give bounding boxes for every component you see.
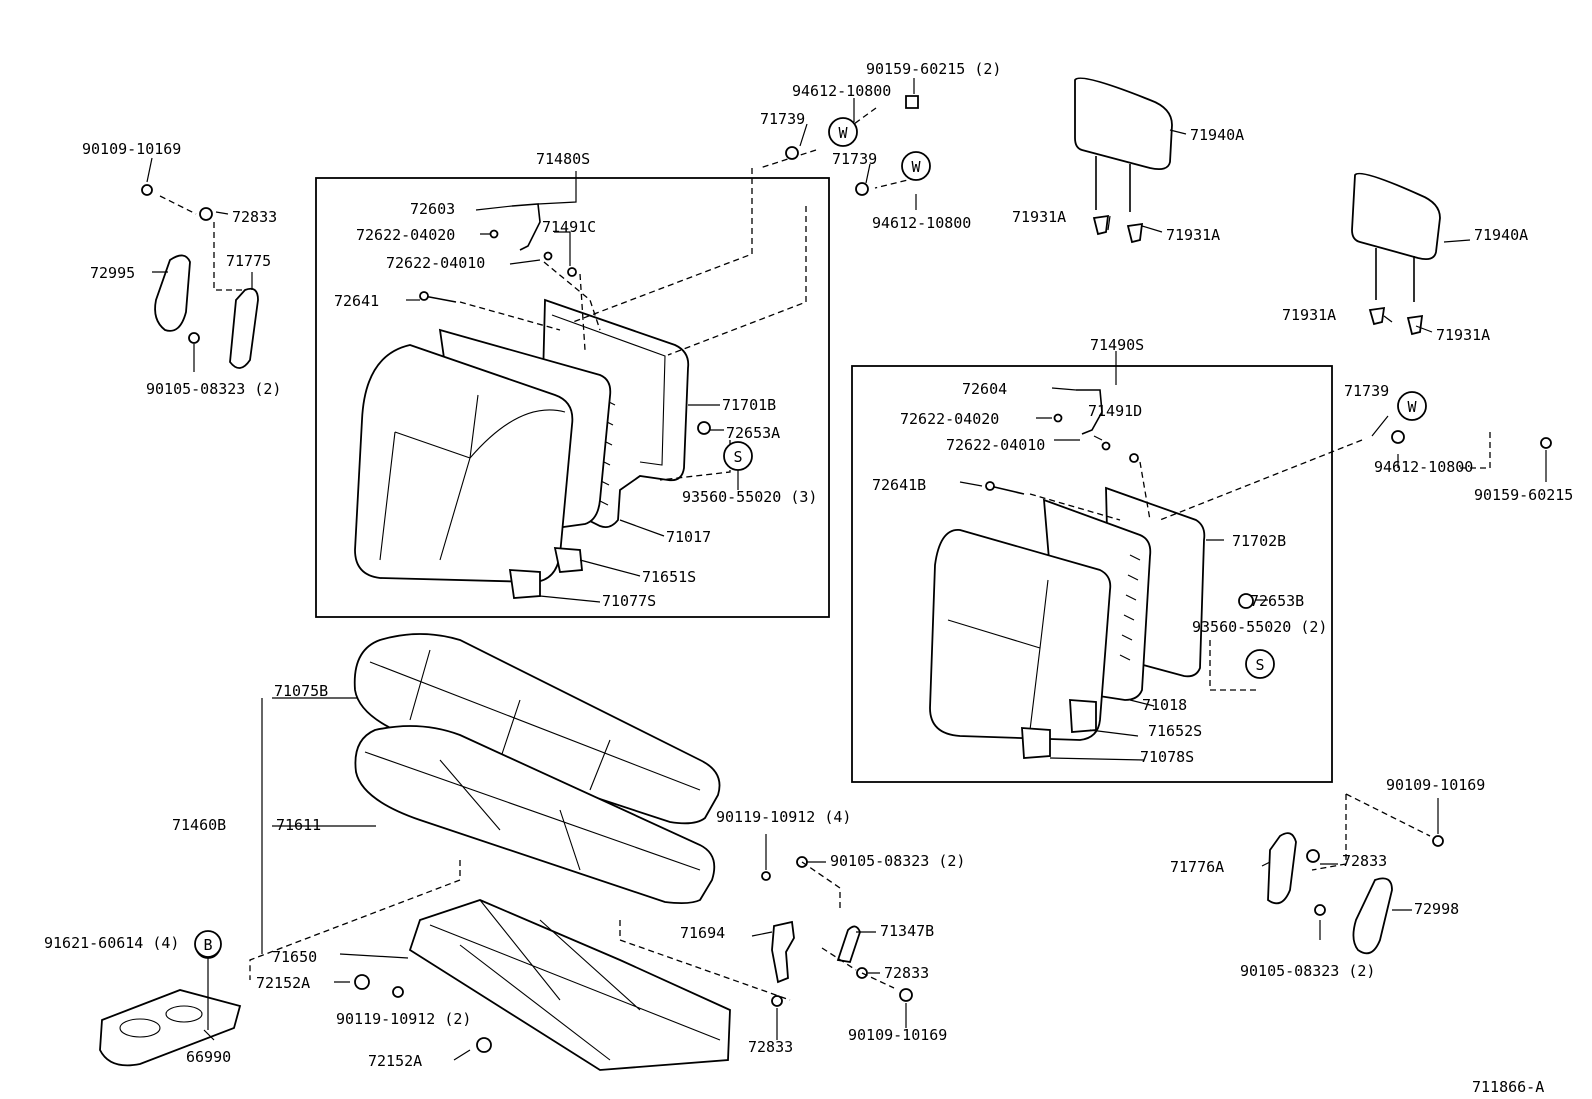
- label-72604: 72604: [962, 380, 1007, 398]
- label-72622-04020-r: 72622-04020: [900, 410, 999, 428]
- label-94612-10800-mid: 94612-10800: [872, 214, 971, 232]
- label-93560-55020-2: 93560-55020 (2): [1192, 618, 1327, 636]
- symbol-b: B: [194, 930, 222, 958]
- cup-holder: [99, 933, 242, 1067]
- label-71702b: 71702B: [1232, 532, 1286, 550]
- label-71018: 71018: [1142, 696, 1187, 714]
- label-94612-10800-r: 94612-10800: [1374, 458, 1473, 476]
- label-72622-04010-l: 72622-04010: [386, 254, 485, 272]
- label-71651s: 71651S: [642, 568, 696, 586]
- label-72995: 72995: [90, 264, 135, 282]
- label-72641: 72641: [334, 292, 379, 310]
- label-94612-10800-top: 94612-10800: [792, 82, 891, 100]
- label-90159-60215-r: 90159-60215: [1474, 486, 1573, 504]
- symbol-b-label: B: [203, 936, 212, 954]
- label-72152a-1: 72152A: [256, 974, 310, 992]
- leader-lines: [146, 78, 1547, 1061]
- hinge-cover-left: [141, 184, 259, 369]
- symbol-w-mid: W: [901, 151, 931, 181]
- label-71611: 71611: [276, 816, 321, 834]
- label-72622-04010-r: 72622-04010: [946, 436, 1045, 454]
- label-assembly-71460b: 71460B: [172, 816, 226, 834]
- symbol-w-label: W: [1407, 398, 1417, 416]
- label-66990: 66990: [186, 1048, 231, 1066]
- label-91621-60614: 91621-60614 (4): [44, 934, 179, 952]
- label-90105-08323-mid: 90105-08323 (2): [830, 852, 965, 870]
- label-71650: 71650: [272, 948, 317, 966]
- label-71017: 71017: [666, 528, 711, 546]
- label-assembly-71480s: 71480S: [536, 150, 590, 168]
- hinge-cover-right: [1267, 793, 1444, 955]
- label-72152a-2: 72152A: [368, 1052, 422, 1070]
- assembly-box-71480s: [315, 177, 830, 618]
- label-72998: 72998: [1414, 900, 1459, 918]
- label-93560-55020-3: 93560-55020 (3): [682, 488, 817, 506]
- label-assembly-71490s: 71490S: [1090, 336, 1144, 354]
- label-72833-mid: 72833: [884, 964, 929, 982]
- symbol-w-top: W: [828, 117, 858, 147]
- label-71075b: 71075B: [274, 682, 328, 700]
- label-90119-10912-4: 90119-10912 (4): [716, 808, 851, 826]
- label-90105-08323-tl: 90105-08323 (2): [146, 380, 281, 398]
- label-71931a-3: 71931A: [1282, 306, 1336, 324]
- symbol-s-label: S: [1255, 656, 1264, 674]
- label-71701b: 71701B: [722, 396, 776, 414]
- label-72833-low: 72833: [748, 1038, 793, 1056]
- label-71077s: 71077S: [602, 592, 656, 610]
- headrest-right: [1351, 172, 1441, 336]
- label-90119-10912-2: 90119-10912 (2): [336, 1010, 471, 1028]
- label-72622-04020-l: 72622-04020: [356, 226, 455, 244]
- label-71931a-1: 71931A: [1012, 208, 1066, 226]
- symbol-s-right: S: [1245, 649, 1275, 679]
- label-71940a-2: 71940A: [1474, 226, 1528, 244]
- label-71739-r: 71739: [1344, 382, 1389, 400]
- label-71694: 71694: [680, 924, 725, 942]
- label-90105-08323-r: 90105-08323 (2): [1240, 962, 1375, 980]
- seatback-left: [354, 168, 807, 599]
- symbol-w-label: W: [838, 124, 848, 142]
- label-71940a-1: 71940A: [1190, 126, 1244, 144]
- label-71347b: 71347B: [880, 922, 934, 940]
- label-90109-10169-tl: 90109-10169: [82, 140, 181, 158]
- seat-cushion: [249, 633, 791, 1071]
- label-71652s: 71652S: [1148, 722, 1202, 740]
- seatback-right: [929, 389, 1491, 759]
- label-90159-60215-2: 90159-60215 (2): [866, 60, 1001, 78]
- label-71078s: 71078S: [1140, 748, 1194, 766]
- diagram-number: 711866-A: [1472, 1078, 1544, 1096]
- label-71491d: 71491D: [1088, 402, 1142, 420]
- part-labels: 90159-60215 (2) 94612-10800 71739 71739 …: [44, 60, 1573, 1096]
- assembly-box-71490s: [851, 365, 1333, 783]
- label-72653b: 72653B: [1250, 592, 1304, 610]
- label-71739-b: 71739: [832, 150, 877, 168]
- top-fasteners: [199, 95, 919, 221]
- symbol-s-left: S: [723, 441, 753, 471]
- label-71931a-2: 71931A: [1166, 226, 1220, 244]
- label-71775: 71775: [226, 252, 271, 270]
- label-71931a-4: 71931A: [1436, 326, 1490, 344]
- label-71491c: 71491C: [542, 218, 596, 236]
- label-72653a: 72653A: [726, 424, 780, 442]
- label-72603: 72603: [410, 200, 455, 218]
- headrest-left: [1074, 77, 1173, 244]
- label-71739-a: 71739: [760, 110, 805, 128]
- symbol-w-right: W: [1397, 391, 1427, 421]
- label-72833-r: 72833: [1342, 852, 1387, 870]
- label-90109-10169-r: 90109-10169: [1386, 776, 1485, 794]
- symbol-s-label: S: [733, 448, 742, 466]
- symbol-w-label: W: [911, 158, 921, 176]
- label-90109-10169-mid: 90109-10169: [848, 1026, 947, 1044]
- label-71776a: 71776A: [1170, 858, 1224, 876]
- label-72641b: 72641B: [872, 476, 926, 494]
- label-72833-tl: 72833: [232, 208, 277, 226]
